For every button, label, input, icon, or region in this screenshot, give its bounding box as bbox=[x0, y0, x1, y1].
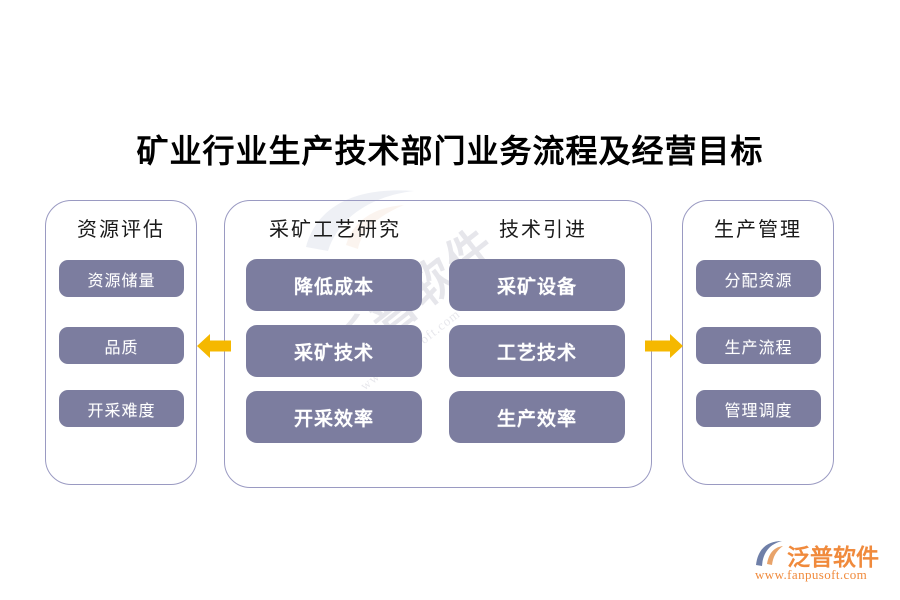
panel-title-center-b: 技术引进 bbox=[499, 219, 587, 241]
item-box[interactable]: 管理调度 bbox=[696, 390, 821, 427]
item-box[interactable]: 采矿技术 bbox=[246, 325, 422, 377]
brand-name: 泛普软件 bbox=[787, 545, 879, 570]
item-box[interactable]: 工艺技术 bbox=[449, 325, 625, 377]
item-box[interactable]: 分配资源 bbox=[696, 260, 821, 297]
panel-title-left: 资源评估 bbox=[77, 219, 165, 241]
item-box[interactable]: 降低成本 bbox=[246, 259, 422, 311]
fanpu-logo-icon bbox=[756, 541, 783, 566]
item-box[interactable]: 采矿设备 bbox=[449, 259, 625, 311]
item-box[interactable]: 生产效率 bbox=[449, 391, 625, 443]
brand-url: www.fanpusoft.com bbox=[755, 567, 868, 582]
item-box[interactable]: 生产流程 bbox=[696, 327, 821, 364]
item-box[interactable]: 开采难度 bbox=[59, 390, 184, 427]
page-title: 矿业行业生产技术部门业务流程及经营目标 bbox=[136, 133, 764, 169]
item-box[interactable]: 品质 bbox=[59, 327, 184, 364]
panel-title-right: 生产管理 bbox=[714, 219, 802, 241]
arrow-left-icon bbox=[197, 334, 231, 358]
item-box[interactable]: 开采效率 bbox=[246, 391, 422, 443]
panel-resource-assessment: 资源评估 资源储量 品质 开采难度 bbox=[45, 200, 197, 485]
panel-mining-process-and-technology: 采矿工艺研究 技术引进 降低成本 采矿技术 开采效率 采矿设备 工艺技术 生产效… bbox=[224, 200, 652, 488]
panel-title-center-a: 采矿工艺研究 bbox=[269, 219, 401, 241]
arrow-right-icon bbox=[645, 334, 683, 358]
item-box[interactable]: 资源储量 bbox=[59, 260, 184, 297]
brand-logo: 泛普软件 www.fanpusoft.com bbox=[754, 538, 890, 590]
panel-production-management: 生产管理 分配资源 生产流程 管理调度 bbox=[682, 200, 834, 485]
